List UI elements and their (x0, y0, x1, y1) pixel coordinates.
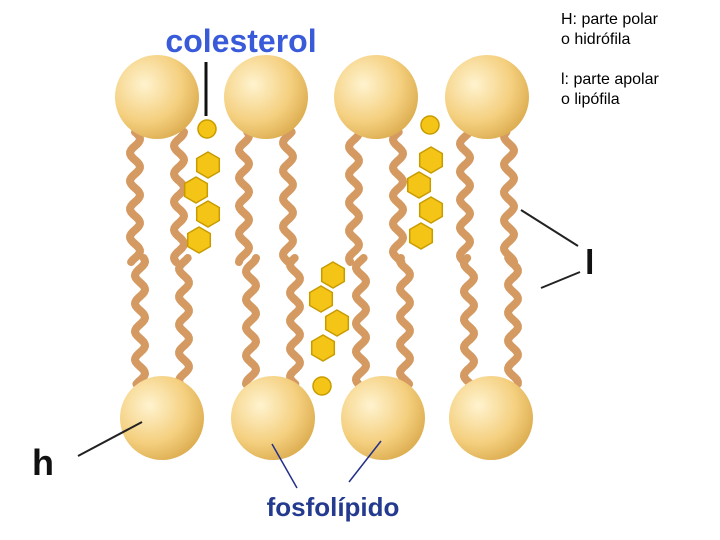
phospholipid-label: fosfolípido (267, 492, 400, 522)
apolar-bracket-lower (540, 271, 581, 289)
upper-polar-head (445, 55, 529, 139)
phospholipid-pointer-right (348, 440, 382, 483)
upper-lipid-tail (345, 128, 363, 266)
polar-legend-line-2: o hidrófila (561, 31, 631, 48)
upper-lipid-tail (235, 128, 253, 266)
pointer-lines (77, 62, 581, 489)
lower-polar-head (341, 376, 425, 460)
lower-polar-head (120, 376, 204, 460)
upper-polar-heads (115, 55, 529, 139)
apolar-legend-line-2: o lipófila (561, 91, 620, 108)
cholesterol-molecule-right (406, 115, 444, 250)
sterol-ring (408, 222, 434, 250)
sterol-ring (183, 176, 209, 204)
cholesterol-hydroxyl-group (312, 376, 332, 396)
lower-lipid-tail (286, 254, 304, 388)
cholesterol-label: colesterol (165, 23, 316, 59)
lipid-tails (126, 128, 522, 388)
legend-panel: H: parte polar o hidrófila l: parte apol… (561, 10, 716, 110)
lower-polar-head (231, 376, 315, 460)
sterol-ring (320, 261, 346, 289)
sterol-ring (418, 146, 444, 174)
sterol-ring (406, 171, 432, 199)
polar-head-pointer-line (77, 421, 143, 457)
lower-lipid-tail (460, 254, 478, 388)
sterol-ring (186, 226, 212, 254)
cholesterol-molecules (183, 115, 444, 396)
upper-polar-head (224, 55, 308, 139)
lower-polar-heads (120, 376, 533, 460)
lower-lipid-tail (242, 254, 260, 388)
upper-polar-head (334, 55, 418, 139)
lower-lipid-tail (396, 254, 414, 388)
cholesterol-hydroxyl-group (197, 119, 217, 139)
upper-lipid-tail (170, 128, 188, 266)
cholesterol-molecule-lower (308, 261, 350, 396)
upper-lipid-tail (279, 128, 297, 266)
legend-gap (561, 50, 716, 70)
sterol-ring (324, 309, 350, 337)
upper-lipid-tail (126, 128, 144, 266)
upper-lipid-tail (389, 128, 407, 266)
sterol-ring (308, 285, 334, 313)
lower-lipid-tail (352, 254, 370, 388)
lower-lipid-tail (131, 254, 149, 388)
cholesterol-molecule-left (183, 119, 221, 254)
polar-letter-h: h (32, 442, 54, 483)
sterol-ring (418, 196, 444, 224)
sterol-ring (195, 151, 221, 179)
cholesterol-hydroxyl-group (420, 115, 440, 135)
upper-lipid-tail (500, 128, 518, 266)
apolar-legend-line-1: l: parte apolar (561, 71, 659, 88)
upper-lipid-tail (456, 128, 474, 266)
sterol-ring (195, 200, 221, 228)
upper-polar-head (115, 55, 199, 139)
lower-lipid-tail (175, 254, 193, 388)
apolar-letter-l: l (585, 244, 594, 282)
phospholipid-pointer-left (271, 443, 298, 489)
polar-legend-line-1: H: parte polar (561, 11, 658, 28)
lower-polar-head (449, 376, 533, 460)
sterol-ring (310, 334, 336, 362)
lower-lipid-tail (504, 254, 522, 388)
apolar-bracket-upper (520, 209, 579, 247)
